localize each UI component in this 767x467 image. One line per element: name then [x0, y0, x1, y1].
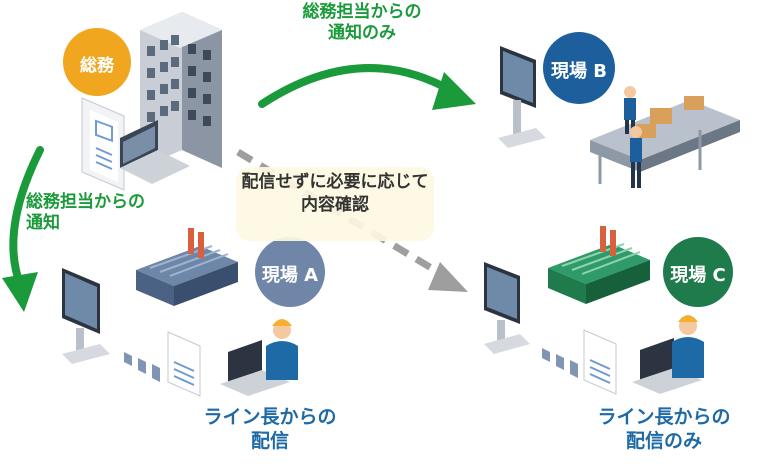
edge-to-b-line2: 通知のみ — [328, 23, 396, 44]
edge-to-a-line2: 通知 — [26, 213, 60, 234]
arrow-to-site-a — [2, 146, 44, 312]
edge-to-c-label: 配信せずに必要に応じて 内容確認 — [236, 171, 434, 217]
worker-icon — [624, 86, 642, 188]
worker-at-computer-icon — [632, 315, 704, 394]
node-site-a — [255, 237, 325, 307]
factory-icon — [548, 226, 650, 304]
site-c-caption-line2: 配信のみ — [625, 429, 702, 452]
node-site-b — [543, 32, 615, 104]
laptop-icon — [120, 120, 190, 184]
edge-to-c-label-bg — [236, 167, 434, 241]
node-site-a-label: 現場 A — [261, 265, 319, 286]
site-a-caption-line1: ライン長からの — [203, 406, 337, 428]
edge-to-b-line1: 総務担当からの — [302, 2, 422, 22]
node-soumu-label: 総務 — [80, 56, 114, 76]
factory-icon — [136, 228, 238, 306]
node-site-c — [663, 237, 733, 307]
worker-at-computer-icon — [220, 319, 298, 396]
monitor-stand-icon — [62, 268, 110, 364]
node-soumu — [63, 28, 131, 96]
edge-to-c-line2: 内容確認 — [301, 194, 369, 215]
signal-wave-icon — [124, 352, 160, 382]
document-stand-icon — [583, 329, 617, 395]
site-c-caption-line1: ライン長からの — [597, 406, 731, 428]
monitor-stand-icon — [484, 262, 530, 354]
document-stand-icon — [167, 331, 201, 397]
monitor-stand-icon — [498, 46, 546, 148]
conveyor-belt-icon — [590, 96, 740, 184]
arrow-to-site-b — [258, 64, 476, 110]
node-site-c-label: 現場 C — [670, 265, 726, 286]
site-c-caption: ライン長からの 配信のみ — [564, 406, 764, 454]
edge-to-a-line1: 総務担当からの — [26, 192, 145, 212]
signal-wave-icon — [542, 348, 578, 378]
site-a-caption: ライン長からの 配信 — [170, 406, 370, 454]
edge-to-c-line1: 配信せずに必要に応じて — [241, 172, 429, 192]
office-building-icon — [140, 12, 222, 168]
edge-to-a-label: 総務担当からの 通知 — [26, 192, 226, 235]
document-stand-icon — [81, 97, 125, 191]
edge-to-b-label: 総務担当からの 通知のみ — [262, 2, 462, 45]
site-a-caption-line2: 配信 — [250, 429, 289, 452]
node-site-b-label: 現場 B — [551, 61, 607, 82]
